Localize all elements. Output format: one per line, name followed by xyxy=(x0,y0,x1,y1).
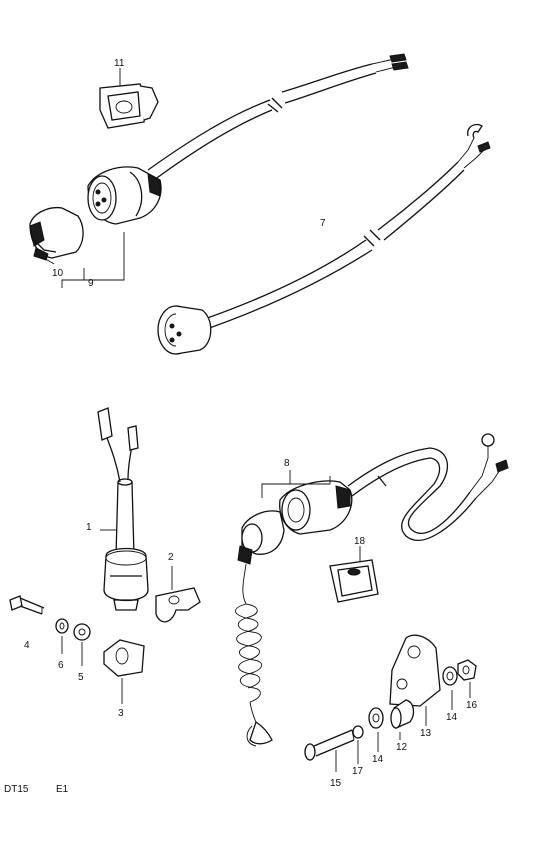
part-6-washer xyxy=(55,618,69,654)
label-16: 16 xyxy=(466,700,478,711)
label-3: 3 xyxy=(118,708,124,719)
part-18-grommet xyxy=(329,546,379,603)
bracket-9 xyxy=(61,232,125,288)
label-18: 18 xyxy=(354,536,366,547)
part-4-screw xyxy=(9,595,45,615)
label-4: 4 xyxy=(24,640,30,651)
part-14-washer-right xyxy=(442,666,458,710)
label-13: 13 xyxy=(420,728,432,739)
label-14-right: 14 xyxy=(446,712,458,723)
part-8-stop-switch xyxy=(235,433,509,747)
label-11: 11 xyxy=(114,58,125,69)
label-5: 5 xyxy=(78,672,84,683)
part-5-washer xyxy=(73,623,91,666)
label-17: 17 xyxy=(352,766,364,777)
part-17-washer xyxy=(352,725,364,764)
part-11-grommet xyxy=(99,68,159,129)
part-7-lead xyxy=(157,123,491,355)
part-16-nut xyxy=(457,659,477,698)
label-9: 9 xyxy=(88,278,94,289)
label-14-mid: 14 xyxy=(372,754,384,765)
label-6: 6 xyxy=(58,660,64,671)
label-7: 7 xyxy=(320,218,326,229)
label-8: 8 xyxy=(284,458,290,469)
part-1-switch xyxy=(97,407,149,611)
label-12: 12 xyxy=(396,742,408,753)
label-10: 10 xyxy=(52,268,64,279)
part-3-bracket xyxy=(103,639,145,704)
part-9-harness xyxy=(87,53,409,225)
label-15: 15 xyxy=(330,778,342,789)
footer-edition: E1 xyxy=(56,784,69,795)
footer-code: DT15 xyxy=(4,784,29,795)
part-12-collar xyxy=(390,699,415,740)
label-1: 1 xyxy=(86,522,92,533)
part-2-clip xyxy=(155,566,201,623)
part-15-bolt xyxy=(304,729,355,772)
part-10-cap xyxy=(29,206,84,265)
label-2: 2 xyxy=(168,552,174,563)
part-14-washer-mid xyxy=(368,707,384,752)
part-13-plate xyxy=(389,634,441,726)
